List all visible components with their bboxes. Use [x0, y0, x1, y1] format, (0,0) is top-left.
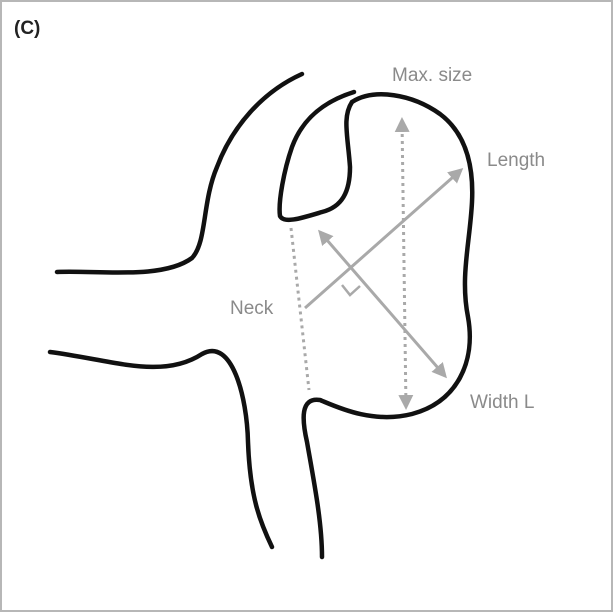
neck-label: Neck	[230, 298, 273, 320]
width-label: Width L	[470, 392, 534, 414]
aneurysm-sac-outline	[304, 94, 473, 557]
vessel-upper-wall	[57, 74, 302, 273]
max-size-label: Max. size	[392, 65, 472, 87]
length-arrow	[305, 170, 461, 308]
parent-vessel-inner-loop	[280, 92, 354, 220]
neck-line	[291, 228, 309, 390]
width-arrow	[320, 232, 445, 376]
right-angle-marker	[342, 285, 360, 295]
vessel-lower-wall	[50, 351, 272, 547]
length-label: Length	[487, 150, 545, 172]
max-size-arrow	[402, 120, 406, 407]
